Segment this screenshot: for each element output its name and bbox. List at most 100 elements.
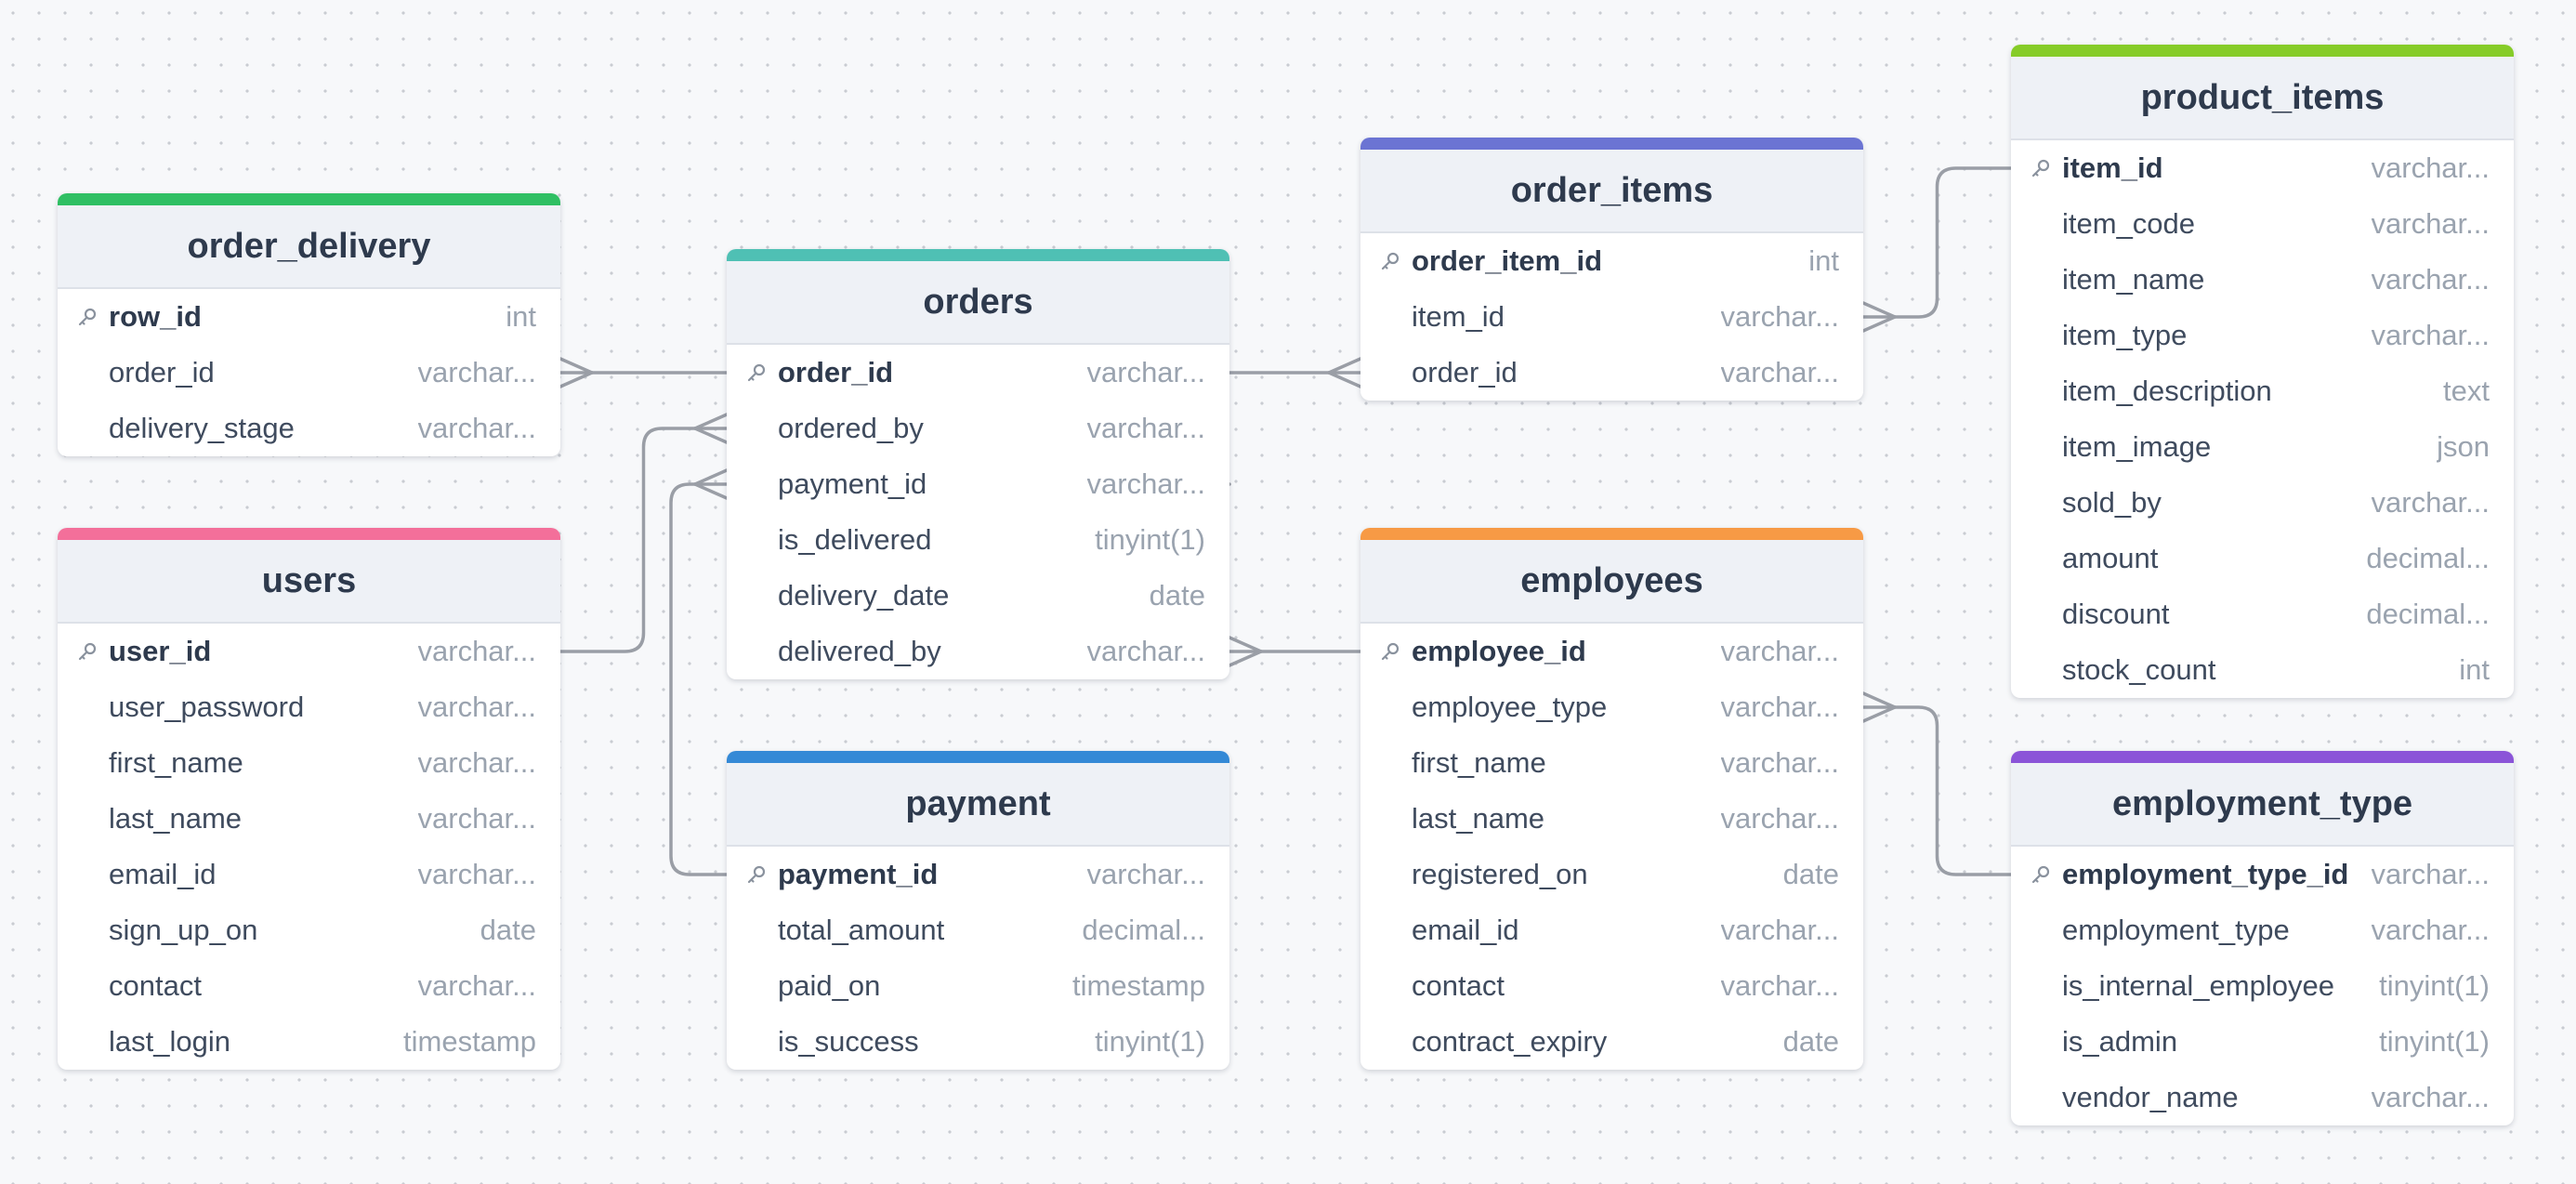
primary-key-marker [76,640,109,663]
column-type: varchar... [2371,151,2491,184]
column-type: tinyint(1) [2379,1025,2490,1058]
column-name: item_id [1412,300,1505,333]
column-type: varchar... [1720,914,1840,946]
column-name: registered_on [1412,858,1588,890]
table-color-bar [727,249,1229,261]
table-header[interactable]: order_items [1360,150,1863,233]
primary-key-marker [2030,157,2062,179]
column-name: contact [109,969,202,1002]
column-row[interactable]: is_delivered tinyint(1) [727,512,1229,568]
column-name: delivery_stage [109,412,295,444]
column-row[interactable]: payment_id varchar... [727,456,1229,512]
column-name: employee_type [1412,691,1608,723]
key-icon [78,308,97,326]
column-row[interactable]: email_id varchar... [1360,902,1863,958]
column-type: varchar... [1720,969,1840,1002]
table-header[interactable]: orders [727,261,1229,345]
table-header[interactable]: product_items [2011,57,2514,140]
column-row[interactable]: amount decimal... [2011,531,2514,586]
column-name: is_success [778,1025,919,1058]
column-type: date [1149,579,1205,612]
column-type: varchar... [417,802,537,835]
table-header[interactable]: employment_type [2011,763,2514,847]
key-icon [747,363,766,382]
column-type: date [1782,1025,1839,1058]
column-name: employment_type [2062,914,2290,946]
column-name: item_image [2062,430,2212,463]
column-name: email_id [1412,914,1519,946]
table-header[interactable]: order_delivery [58,205,560,289]
column-type: varchar... [417,691,537,723]
key-icon [747,865,766,884]
column-name: last_name [109,802,243,835]
column-name: payment_id [778,467,927,500]
column-type: varchar... [1086,467,1206,500]
table-header[interactable]: payment [727,763,1229,847]
column-name: is_delivered [778,523,932,556]
column-name: first_name [1412,746,1546,779]
table-header[interactable]: users [58,540,560,624]
crows-foot-many-marker [1861,301,1897,333]
column-type: varchar... [417,858,537,890]
column-name: sign_up_on [109,914,258,946]
column-type: varchar... [1720,356,1840,388]
column-type: decimal... [2366,542,2490,574]
column-row[interactable]: last_name varchar... [58,791,560,847]
table-header[interactable]: employees [1360,540,1863,624]
column-type: tinyint(1) [1095,523,1205,556]
column-name: amount [2062,542,2159,574]
column-name: first_name [109,746,243,779]
